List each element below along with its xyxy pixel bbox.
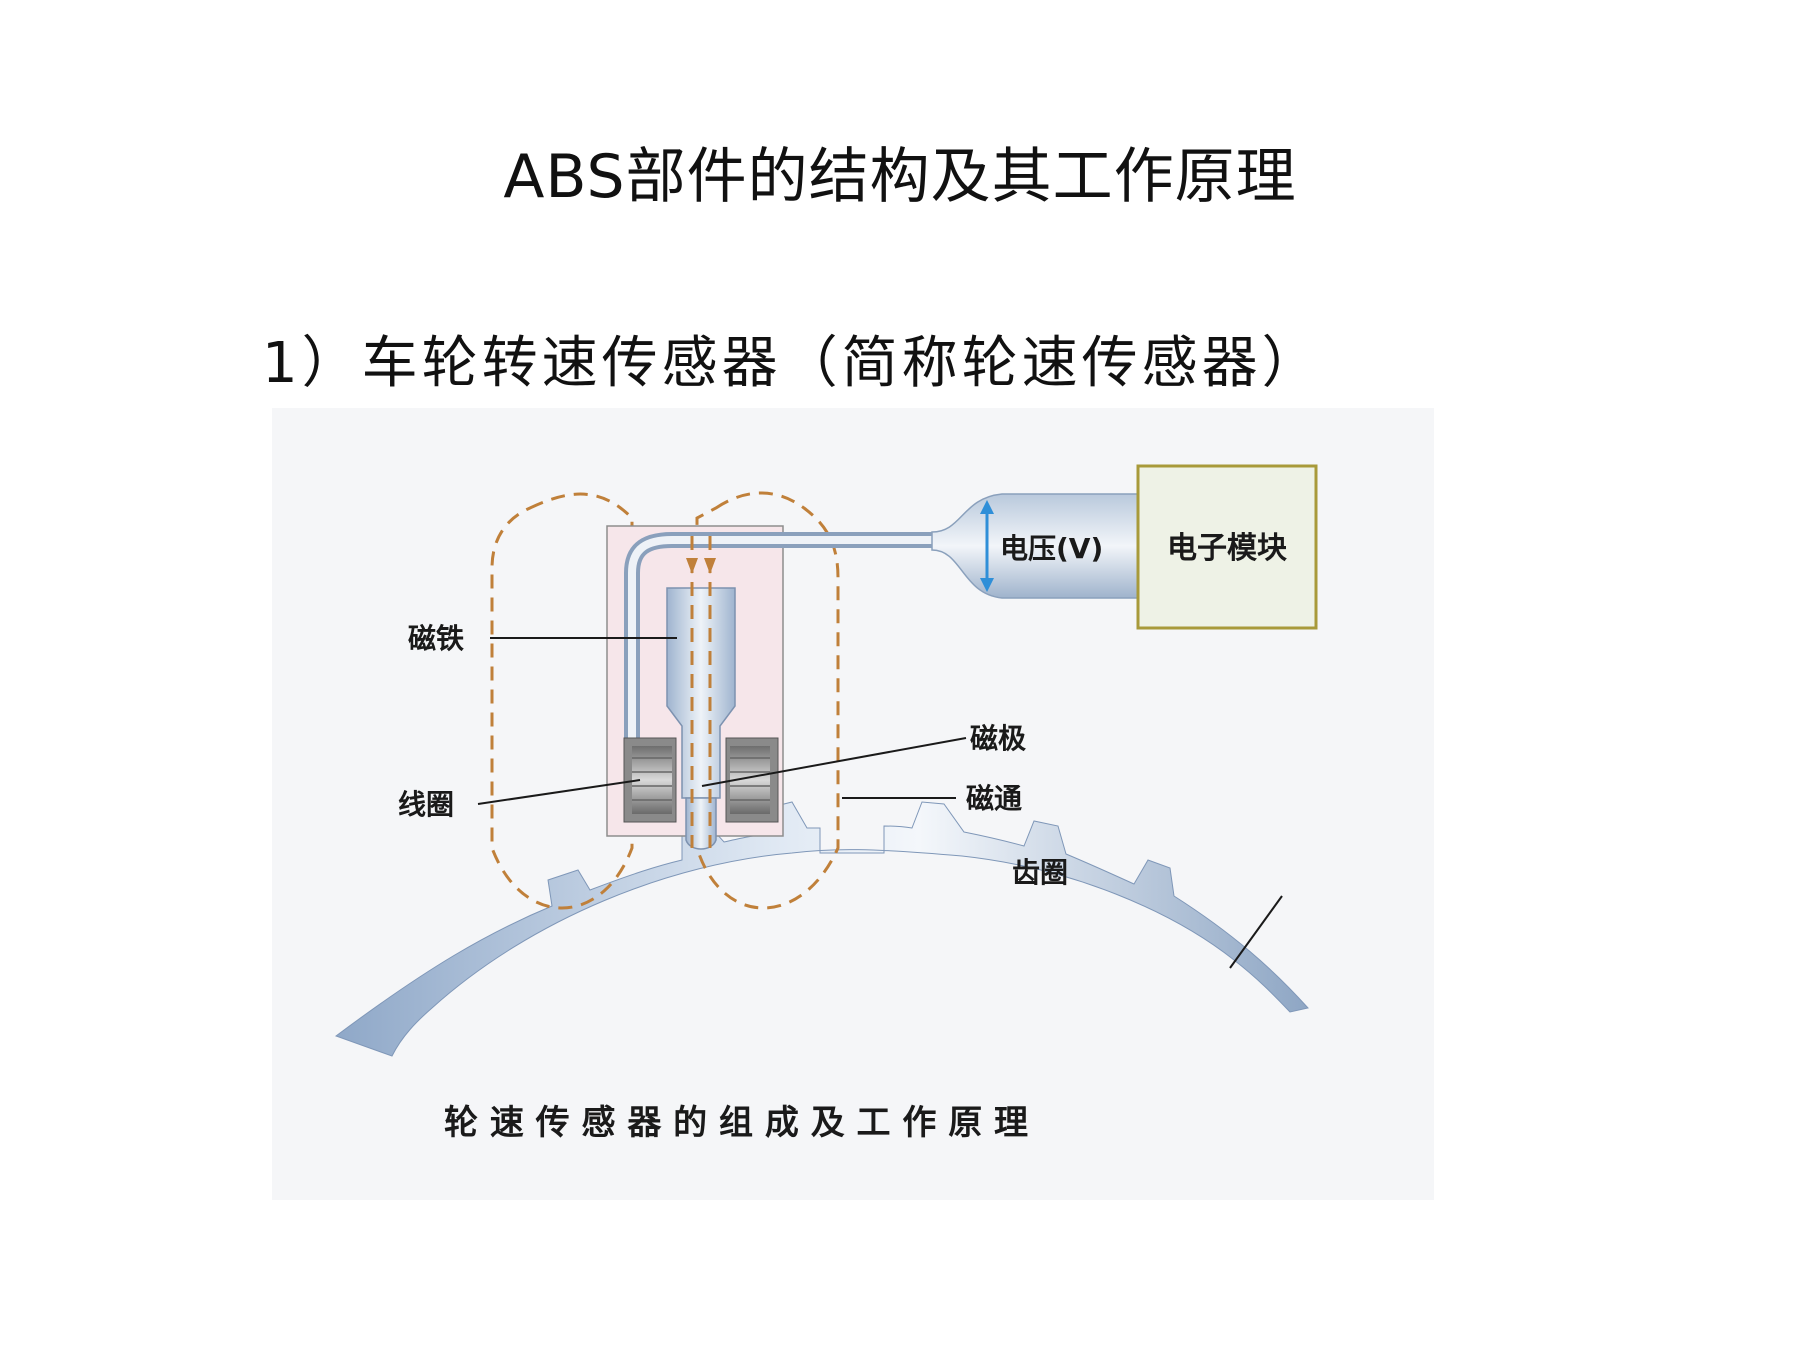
voltage-label: 电压(V) — [1000, 532, 1103, 565]
section-heading: 1）车轮转速传感器（简称轮速传感器） — [262, 331, 1322, 396]
sensor-diagram: 电压(V) 电子模块 — [272, 408, 1434, 1200]
magnet-label: 磁铁 — [408, 622, 464, 655]
coil-label: 线圈 — [398, 788, 454, 821]
gear-ring-label: 齿圈 — [1012, 856, 1068, 889]
magnet — [666, 587, 736, 799]
coil-left — [623, 737, 677, 823]
flux-label: 磁通 — [966, 782, 1022, 815]
pole-pointer — [701, 737, 967, 787]
gear-ring-pointer — [1229, 895, 1283, 969]
slide-title: ABS部件的结构及其工作原理 — [503, 142, 1297, 212]
coil-pointer — [477, 779, 641, 805]
electronic-module — [1136, 464, 1318, 630]
flux-line-right — [695, 491, 840, 910]
diagram-caption: 轮 速 传 感 器 的 组 成 及 工 作 原 理 — [444, 1103, 1028, 1143]
pole-label: 磁极 — [970, 722, 1026, 755]
gear-ring — [334, 801, 1309, 1057]
module-label: 电子模块 — [1167, 531, 1287, 566]
